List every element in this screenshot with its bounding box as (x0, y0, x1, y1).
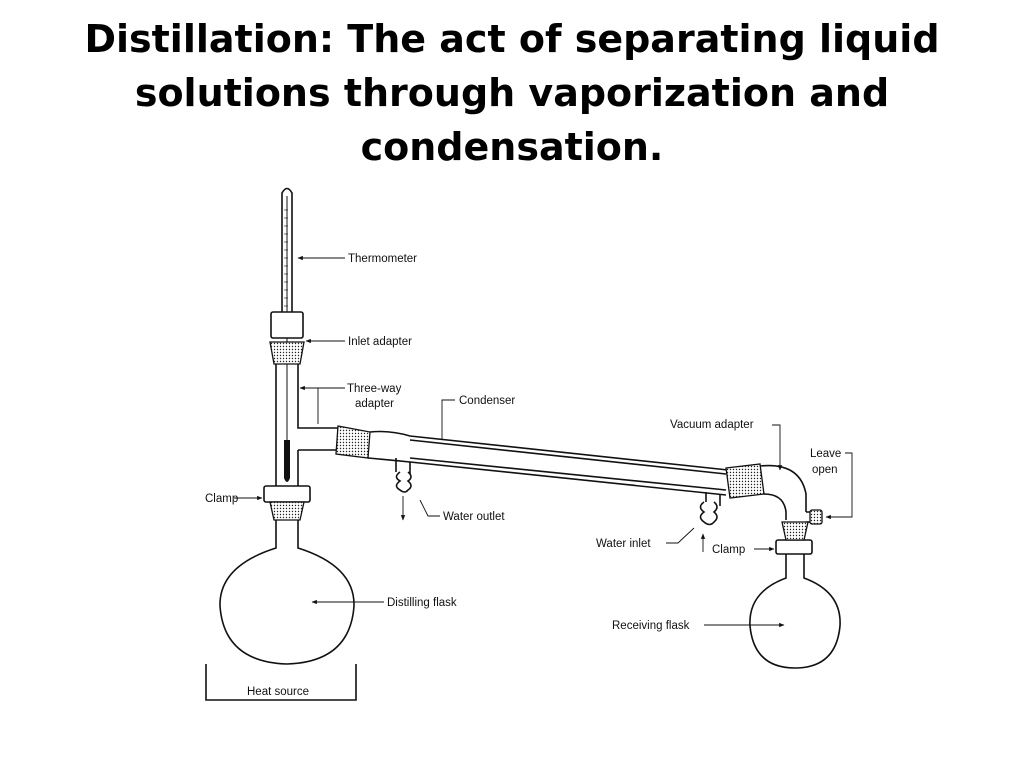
label-condenser: Condenser (459, 395, 515, 407)
label-receiving-flask: Receiving flask (612, 620, 690, 632)
label-leave-open-line1: Leave (810, 448, 841, 460)
label-thermometer: Thermometer (348, 253, 417, 265)
inlet-adapter (269, 311, 305, 365)
heat-source-stand (205, 664, 357, 701)
label-clamp-left: Clamp (205, 493, 238, 505)
condenser (335, 425, 729, 526)
vacuum-adapter (725, 463, 823, 525)
title-definition: The act of separating liquid solutions t… (134, 17, 940, 169)
label-leave-open-line2: open (812, 464, 838, 476)
receiving-flask (749, 521, 841, 669)
label-water-outlet: Water outlet (443, 511, 505, 523)
slide-title: Distillation: The act of separating liqu… (40, 12, 984, 174)
three-way-adapter (275, 364, 340, 490)
distilling-flask (219, 485, 355, 665)
label-water-inlet: Water inlet (596, 538, 651, 550)
title-term: Distillation: (84, 17, 335, 61)
label-distilling-flask: Distilling flask (387, 597, 457, 609)
label-heat-source: Heat source (247, 686, 309, 698)
label-three-way-line2: adapter (355, 398, 394, 410)
label-clamp-right: Clamp (712, 544, 745, 556)
label-inlet-adapter: Inlet adapter (348, 336, 412, 348)
label-three-way-line1: Three-way (347, 383, 402, 395)
leader-lines (234, 255, 853, 628)
label-vacuum-adapter: Vacuum adapter (670, 419, 754, 431)
